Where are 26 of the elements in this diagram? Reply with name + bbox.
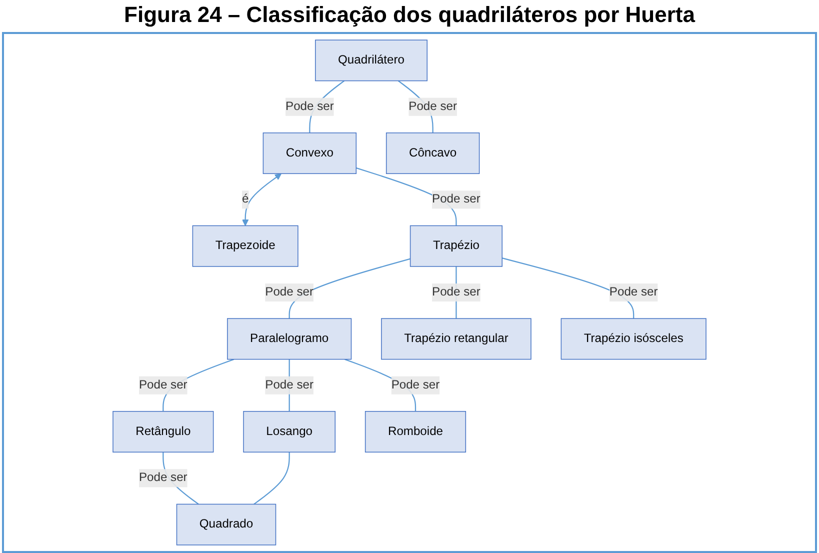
edge-label: Pode ser <box>265 378 314 392</box>
node-box: Trapézio isósceles <box>560 318 706 360</box>
node-box: Trapezoide <box>192 225 298 267</box>
edge-label: é <box>242 192 249 206</box>
edge-label: Pode ser <box>391 378 440 392</box>
edge-label: Pode ser <box>408 100 457 113</box>
node-box: Trapézio <box>410 225 502 267</box>
node-box: Convexo <box>262 132 357 174</box>
edge-label: Pode ser <box>432 192 480 206</box>
node-box: Quadrado <box>176 504 276 546</box>
node-box: Quadrilátero <box>315 40 428 82</box>
edge-label: Pode ser <box>432 286 480 299</box>
node-box: Trapézio retangular <box>381 318 532 360</box>
arrow <box>242 174 282 226</box>
edge-label: Pode ser <box>286 100 334 113</box>
node-box: Losango <box>243 411 336 452</box>
connector <box>254 452 290 505</box>
node-box: Côncavo <box>386 132 480 174</box>
diagram-title: Figura 24 – Classificação dos quadriláteros por Huerta <box>124 2 695 28</box>
edge-label: Pode ser <box>265 286 314 299</box>
edge-label: Pode ser <box>609 286 658 299</box>
node-box: Retângulo <box>112 411 214 452</box>
edge-label: Pode ser <box>138 378 188 392</box>
node-box: Romboide <box>364 411 466 452</box>
edge-label: Pode ser <box>138 471 188 484</box>
node-box: Paralelogramo <box>227 318 352 360</box>
